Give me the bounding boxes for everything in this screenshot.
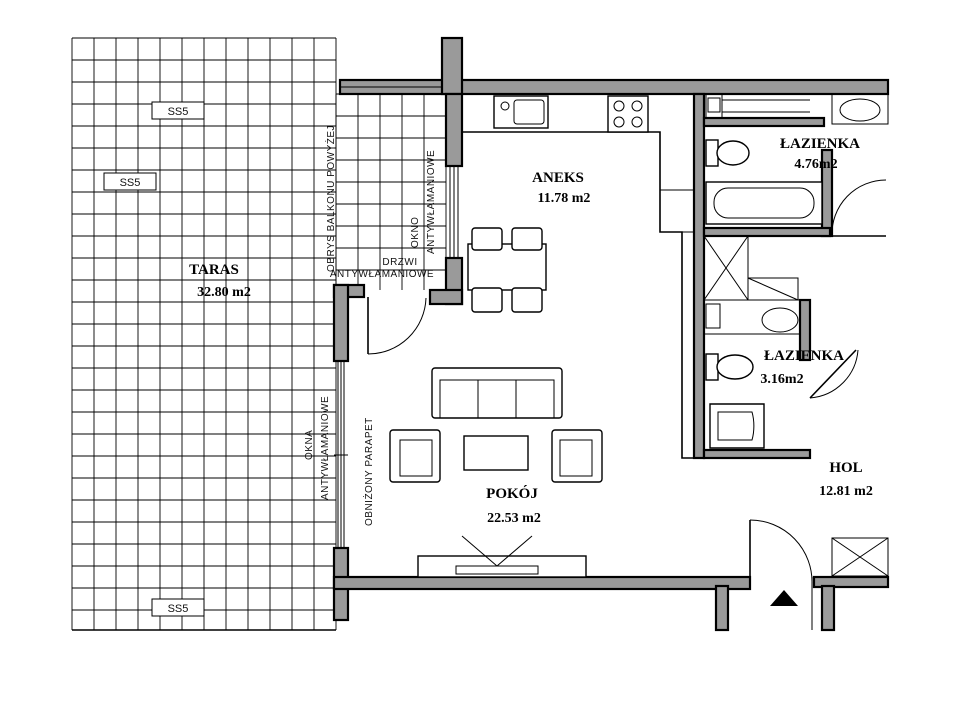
room-area-taras: 32.80 m2 [197, 285, 251, 300]
dining-chair [511, 227, 543, 251]
room-name-lazienka-1: ŁAZIENKA [780, 136, 860, 152]
cooktop-icon [607, 95, 649, 133]
wall-bathroom-bottom [702, 448, 812, 460]
wall-lower-right-b [820, 584, 836, 632]
entrance-arrow-icon [770, 590, 798, 606]
dining-chair [511, 287, 543, 313]
tv-cabinet [417, 535, 587, 578]
wall-bathroom-divider [702, 226, 832, 238]
room-area-lazienka-1: 4.76m2 [794, 157, 837, 172]
door-bathroom-1 [831, 179, 887, 237]
room-name-aneks: ANEKS [532, 170, 584, 186]
armchair-left [389, 429, 441, 483]
ss5-label: SS5 [168, 106, 189, 118]
door-balcony [367, 297, 427, 355]
room-name-taras: TARAS [189, 262, 239, 278]
shower-tray-icon [709, 403, 765, 449]
room-area-aneks: 11.78 m2 [538, 191, 591, 206]
door-bathroom-2 [809, 349, 859, 399]
room-name-lazienka-2: ŁAZIENKA [764, 348, 844, 364]
wall-living-left-upper [332, 283, 350, 363]
terrace-tile-grid [71, 37, 337, 630]
toilet-icon [705, 139, 750, 167]
ss5-tag-top: SS5 [151, 101, 205, 120]
bathtub-icon [705, 181, 823, 225]
wall-bathroom-left [692, 92, 706, 460]
wall-balcony-upper [444, 92, 464, 168]
room-area-lazienka-2: 3.16m2 [760, 372, 803, 387]
dining-chair [471, 227, 503, 251]
wall-pillar-top [440, 36, 464, 96]
bathroom1-washbasin-icon [831, 93, 889, 125]
armchair-right [551, 429, 603, 483]
toilet-icon [705, 353, 754, 381]
note-door-line-1: DRZWI [382, 257, 417, 268]
ss5-label: SS5 [168, 603, 189, 615]
hall-wardrobe [831, 537, 889, 577]
coffee-table [463, 435, 529, 471]
window-living-left [334, 361, 348, 548]
bathroom2-cabinet [703, 235, 799, 301]
ss5-label: SS5 [120, 177, 141, 189]
note-window-top-line-2: ANTYWŁAMANIOWE [426, 150, 437, 254]
ss5-tag-middle: SS5 [103, 172, 157, 191]
room-area-pokoj: 22.53 m2 [487, 511, 541, 526]
wall-bathroom-top-inner [702, 116, 826, 128]
note-window-top-line-1: OKNO [410, 217, 421, 248]
dining-chair [471, 287, 503, 313]
dining-table [467, 243, 547, 291]
sofa [431, 367, 563, 419]
bathroom1-cabinet [705, 93, 810, 119]
door-entrance [749, 519, 813, 630]
wall-corner-stub [428, 288, 464, 306]
wall-bottom-right [812, 575, 890, 589]
bathroom2-washbasin-icon [703, 299, 801, 335]
room-area-hol: 12.81 m2 [819, 484, 873, 499]
kitchen-sink-icon [493, 95, 549, 129]
wall-bottom [332, 575, 752, 591]
room-name-pokoj: POKÓJ [486, 485, 538, 502]
note-lowered-sill: OBNIŻONY PARAPET [362, 417, 375, 526]
note-windows-left-line-1: OKNA [304, 430, 315, 460]
note-balcony-outline: OBRYS BALKONU POWYŻEJ [324, 125, 337, 272]
ss5-tag-bottom: SS5 [151, 598, 205, 617]
window-balcony-door [449, 166, 459, 258]
note-door-line-2: ANTYWŁAMANIOWE [330, 269, 434, 280]
wall-lower-right-a [714, 584, 730, 632]
note-windows-left-line-2: ANTYWŁAMANIOWE [320, 396, 331, 500]
room-name-hol: HOL [829, 460, 862, 476]
